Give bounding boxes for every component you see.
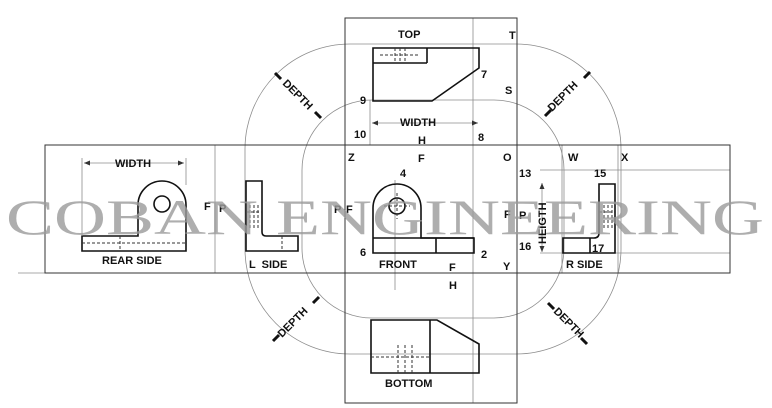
label-s: S	[505, 85, 512, 97]
number-7: 7	[481, 69, 487, 81]
number-2: 2	[481, 249, 487, 261]
bottom-view-drawing	[370, 319, 480, 374]
front-view-label: FRONT	[379, 259, 417, 271]
l-side-view-drawing	[245, 180, 299, 252]
label-p-right: P	[519, 210, 526, 222]
label-z: Z	[348, 152, 355, 164]
label-y: Y	[503, 261, 511, 273]
depth-label-top-left: DEPTH	[280, 78, 315, 113]
height-dimension	[539, 183, 545, 252]
label-p-rear: P	[219, 203, 226, 215]
width-label-rear: WIDTH	[115, 158, 151, 170]
label-o: O	[503, 152, 512, 164]
r-side-view-drawing	[562, 183, 616, 254]
depth-label-bottom-right: DEPTH	[551, 306, 586, 341]
coban-engineering-watermark: COBAN ENGINEERING	[6, 189, 764, 245]
width-dimension-top	[372, 120, 478, 126]
r-side-view-label: R SIDE	[566, 259, 603, 271]
depth-label-top-right: DEPTH	[546, 79, 581, 114]
label-f-right: F	[504, 209, 511, 221]
depth-markers	[271, 70, 592, 346]
rear-view-drawing	[81, 158, 187, 252]
number-16: 16	[519, 241, 531, 253]
label-f-front: F	[346, 204, 353, 216]
number-15: 15	[594, 168, 606, 180]
number-9: 9	[360, 95, 366, 107]
label-f-top: F	[418, 153, 425, 165]
number-10: 10	[354, 129, 366, 141]
outer-construction-loop	[244, 43, 622, 355]
label-f-bottom: F	[449, 262, 456, 274]
depth-label-bottom-left: DEPTH	[276, 305, 311, 340]
label-t: T	[509, 30, 516, 42]
number-4: 4	[400, 168, 407, 180]
label-h-top: H	[418, 135, 426, 147]
label-x: X	[621, 152, 629, 164]
number-17: 17	[592, 243, 604, 255]
view-frames	[44, 17, 731, 404]
label-h-bottom: H	[449, 280, 457, 292]
bottom-view-label: BOTTOM	[385, 378, 432, 390]
label-f-rear: F	[204, 201, 211, 213]
rear-side-view-label: REAR SIDE	[102, 255, 162, 267]
number-6: 6	[360, 247, 366, 259]
label-p-front: P	[334, 204, 341, 216]
top-view-drawing	[372, 47, 480, 102]
l-side-view-label: L SIDE	[249, 259, 287, 271]
number-8: 8	[478, 132, 484, 144]
label-w: W	[568, 152, 579, 164]
top-view-label: TOP	[398, 29, 420, 41]
height-label: HEIGTH	[537, 202, 549, 244]
width-label-top: WIDTH	[400, 117, 436, 129]
number-13: 13	[519, 168, 531, 180]
front-view-drawing	[372, 183, 475, 254]
